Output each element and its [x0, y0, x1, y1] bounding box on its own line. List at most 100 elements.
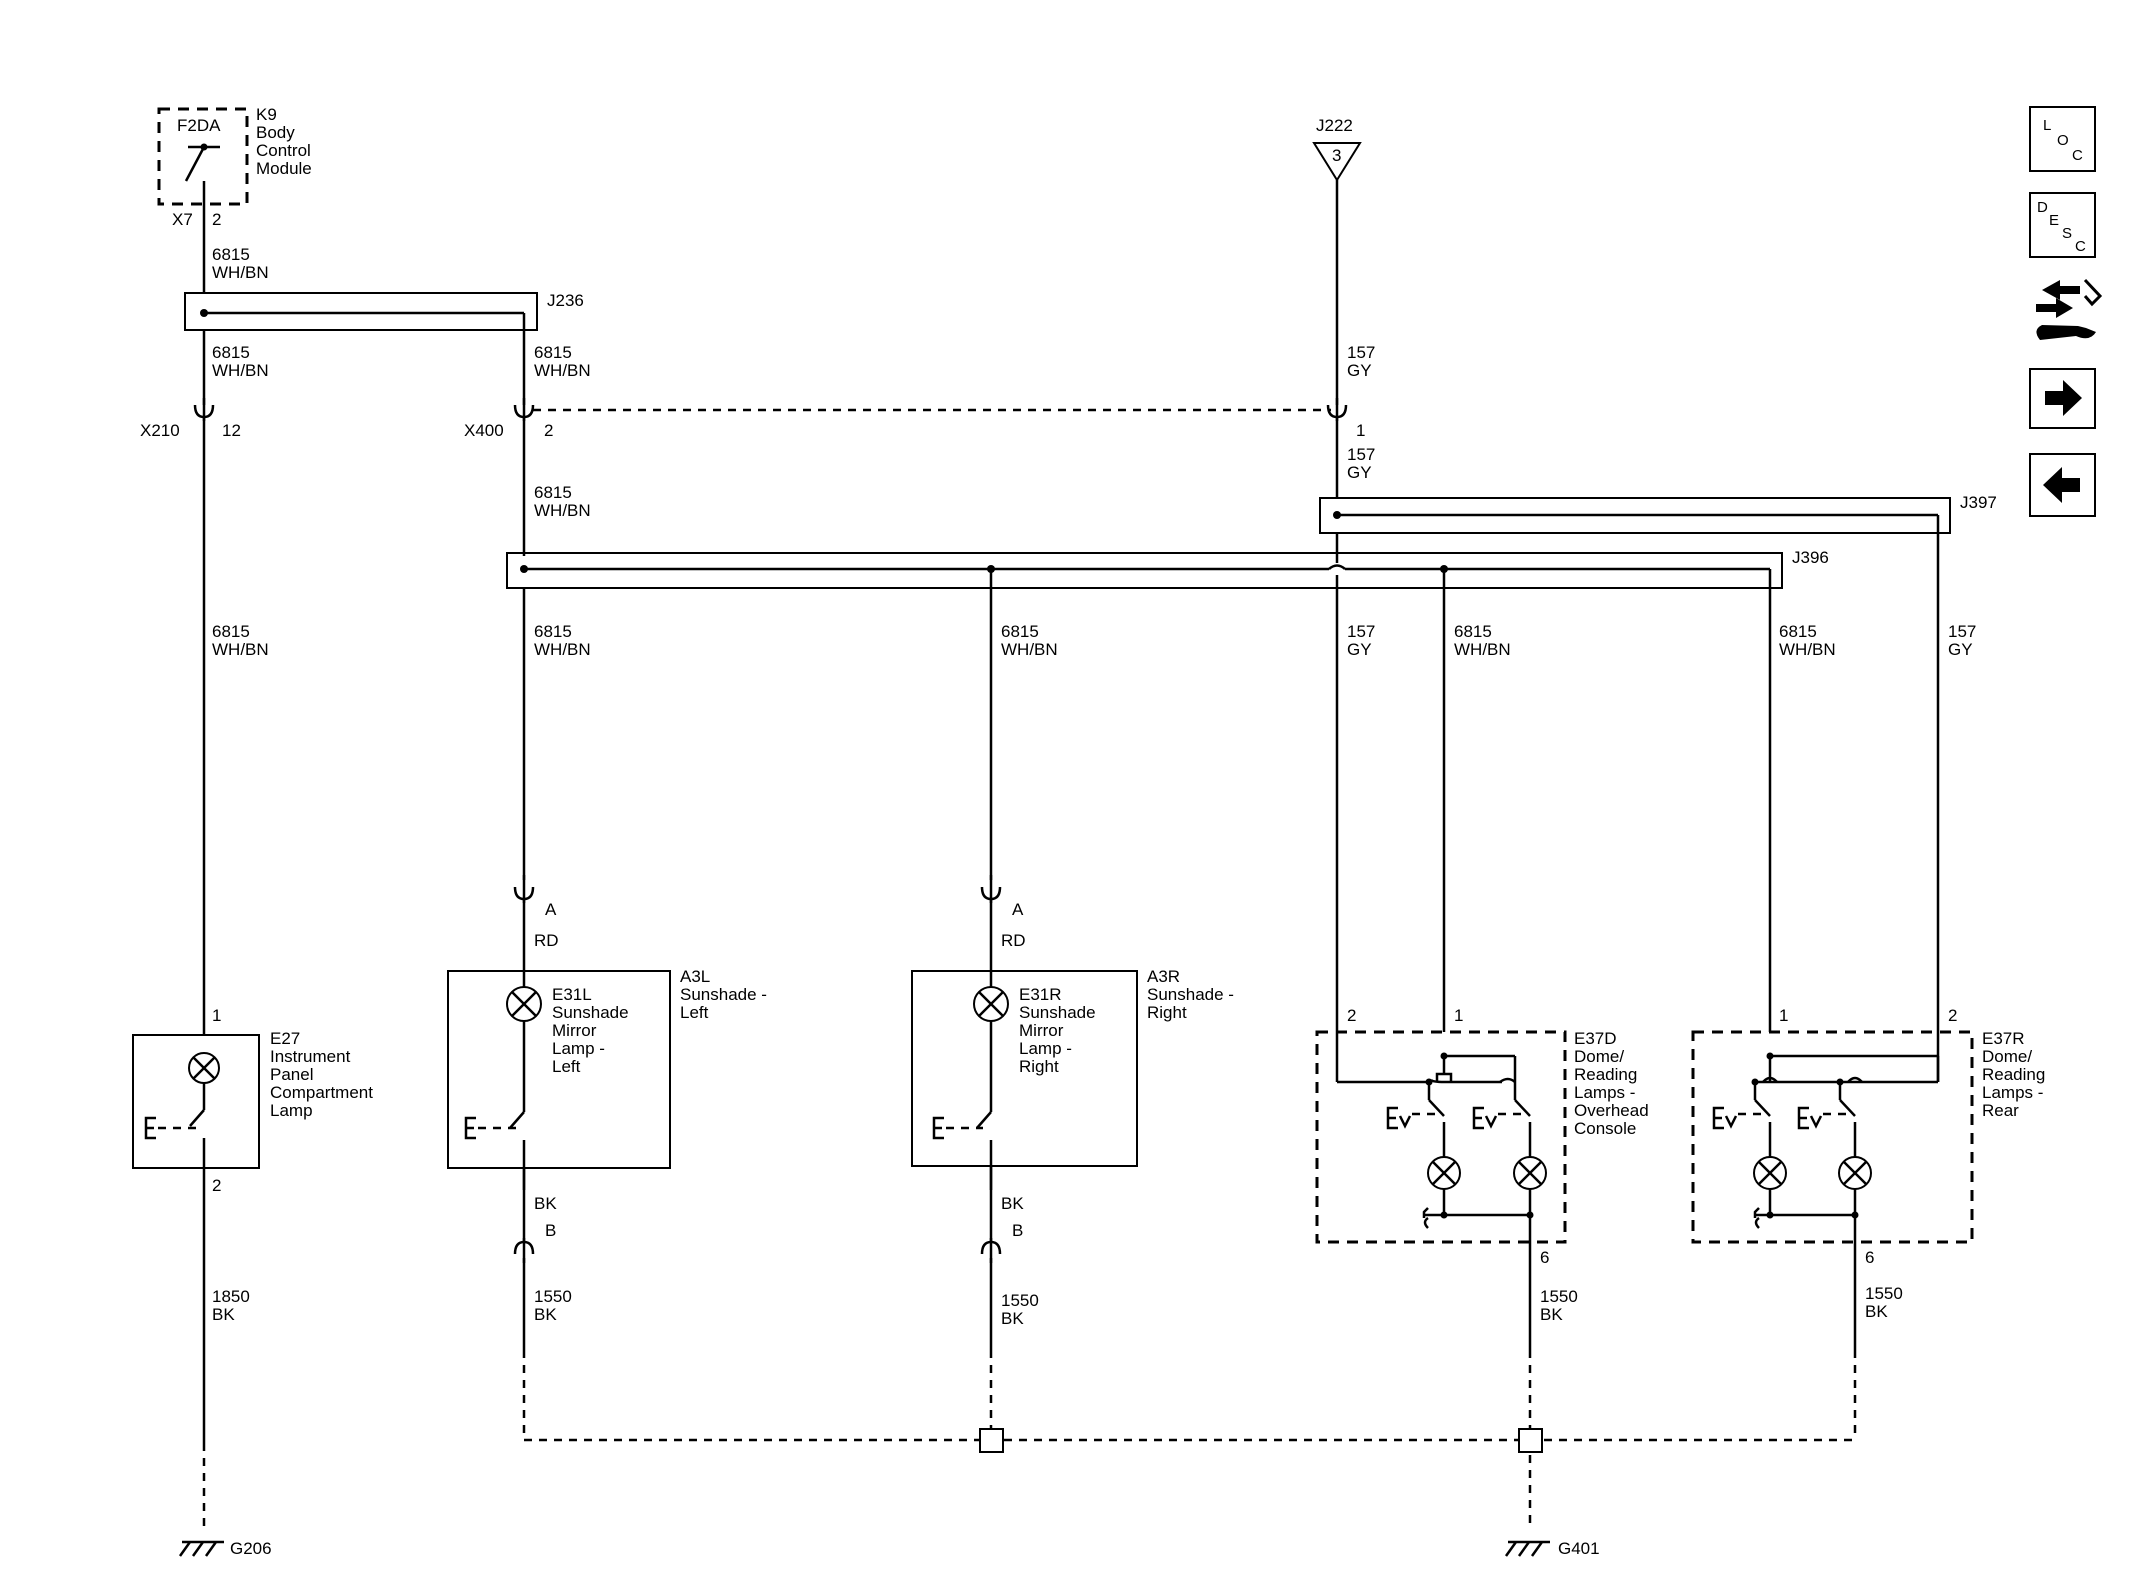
connector-x210[interactable]: X210 12 — [140, 398, 241, 440]
connector-label: 1 — [212, 1006, 221, 1025]
connector-label: 6 — [1540, 1248, 1549, 1267]
wire-label: 6815 — [534, 622, 572, 641]
component-label: Lamps - — [1574, 1083, 1635, 1102]
component-label: K9 — [256, 105, 277, 124]
connector-label: 3 — [1332, 146, 1341, 165]
component-label: Compartment — [270, 1083, 373, 1102]
wire-label: 6815 — [534, 343, 572, 362]
connector-label: 2 — [544, 421, 553, 440]
component-label: Lamps - — [1982, 1083, 2043, 1102]
k9-body-control-module[interactable]: F2DA K9 Body Control Module — [157, 105, 312, 206]
ground-g401[interactable]: G401 — [1504, 1539, 1600, 1558]
connector-x7-label: X7 — [172, 210, 193, 229]
connector-a3r-pin-b[interactable]: B — [980, 1221, 1023, 1263]
loc-button[interactable]: L O C — [2029, 106, 2096, 172]
wire-label: WH/BN — [1001, 640, 1058, 659]
e27-instrument-panel-compartment-lamp[interactable]: 1 E27 Instrument Panel Compartment Lamp — [132, 1006, 373, 1169]
wire-label: 1550 — [534, 1287, 572, 1306]
connector-label: 2 — [1948, 1006, 1957, 1025]
wire-label: 1550 — [1540, 1287, 1578, 1306]
wire-label: BK — [1001, 1194, 1024, 1213]
component-label: Right — [1147, 1003, 1187, 1022]
connector-label: 12 — [222, 421, 241, 440]
connector-a3l-pin-a[interactable]: A — [513, 875, 557, 919]
component-label: Panel — [270, 1065, 313, 1084]
wire-label: BK — [534, 1305, 557, 1324]
wire-label: RD — [1001, 931, 1026, 950]
desc-button[interactable]: D E S C — [2029, 192, 2096, 258]
nav-button-label: L — [2043, 117, 2051, 134]
component-label: Lamp - — [1019, 1039, 1072, 1058]
wire-label: 6815 — [534, 483, 572, 502]
component-label: E37D — [1574, 1029, 1617, 1048]
connector-label: 1 — [1356, 421, 1365, 440]
wire-label: 6815 — [1779, 622, 1817, 641]
component-label: E37R — [1982, 1029, 2025, 1048]
wire-label: GY — [1948, 640, 1973, 659]
nav-button-label: S — [2062, 225, 2072, 242]
component-label: Dome/ — [1574, 1047, 1624, 1066]
wire-label: 1550 — [1001, 1291, 1039, 1310]
component-label: Sunshade — [1019, 1003, 1096, 1022]
wire-label: BK — [1865, 1302, 1888, 1321]
splice-pack-j397: J397 — [1319, 493, 1997, 534]
connector-wrench-icon[interactable] — [2036, 278, 2103, 340]
component-label: Sunshade - — [1147, 985, 1234, 1004]
component-label: Rear — [1982, 1101, 2019, 1120]
component-label: E31R — [1019, 985, 1062, 1004]
connector-a3l-pin-b[interactable]: B — [513, 1221, 556, 1263]
wire-label: WH/BN — [212, 361, 269, 380]
wire-label: 1550 — [1865, 1284, 1903, 1303]
e31r-sunshade-mirror-lamp-right[interactable]: E31R Sunshade Mirror Lamp - Right — [932, 985, 1096, 1190]
component-label: E31L — [552, 985, 592, 1004]
component-label: Lamp - — [552, 1039, 605, 1058]
component-label: Right — [1019, 1057, 1059, 1076]
component-label: Console — [1574, 1119, 1636, 1138]
wire-label: 157 — [1948, 622, 1976, 641]
connector-label: 1 — [1454, 1006, 1463, 1025]
arrow-right-icon[interactable] — [2029, 368, 2096, 429]
component-label: Overhead — [1574, 1101, 1649, 1120]
splice-pack-j396: J396 — [506, 548, 1829, 589]
e37r-dome-reading-lamps-rear[interactable]: E37R Dome/ Reading Lamps - Rear — [1691, 1029, 2045, 1244]
connector-x400[interactable]: X400 2 — [464, 398, 553, 440]
connector-label: X210 — [140, 421, 180, 440]
nav-button-label: E — [2049, 212, 2059, 229]
ground-bus-splice-left — [979, 1428, 1004, 1453]
component-label: Left — [552, 1057, 581, 1076]
connector-x400-pin1[interactable]: 1 — [1326, 398, 1365, 440]
wire-label: 6815 — [212, 245, 250, 264]
component-label: Lamp — [270, 1101, 313, 1120]
wire-label: 157 — [1347, 622, 1375, 641]
wire-label: WH/BN — [1454, 640, 1511, 659]
splice-pack-j236: J236 — [184, 291, 584, 331]
connector-label: X400 — [464, 421, 504, 440]
e31l-sunshade-mirror-lamp-left[interactable]: E31L Sunshade Mirror Lamp - Left — [464, 985, 629, 1190]
a3r-sunshade-right[interactable]: A3R Sunshade - Right — [911, 967, 1234, 1167]
component-label: A3L — [680, 967, 710, 986]
ground-g206[interactable]: G206 — [178, 1539, 272, 1558]
ground-label: G206 — [230, 1539, 272, 1558]
wire-label: 6815 — [212, 622, 250, 641]
wire-label: BK — [534, 1194, 557, 1213]
arrow-left-icon[interactable] — [2029, 453, 2096, 517]
wire-label: GY — [1347, 361, 1372, 380]
component-label: F2DA — [177, 116, 221, 135]
component-label: Sunshade — [552, 1003, 629, 1022]
wire-label: RD — [534, 931, 559, 950]
component-label: Reading — [1982, 1065, 2045, 1084]
wire-label: WH/BN — [212, 640, 269, 659]
wire-label: GY — [1347, 640, 1372, 659]
e37d-dome-reading-lamps-overhead-console[interactable]: E37D Dome/ Reading Lamps - Overhead Cons… — [1315, 1029, 1649, 1244]
wire-label: 6815 — [212, 343, 250, 362]
wire-label: 6815 — [1454, 622, 1492, 641]
connector-label: A — [545, 900, 557, 919]
a3l-sunshade-left[interactable]: A3L Sunshade - Left — [447, 967, 767, 1169]
connector-j222[interactable]: J222 3 — [1312, 116, 1362, 182]
connector-label: J397 — [1960, 493, 1997, 512]
connector-a3r-pin-a[interactable]: A — [980, 875, 1024, 919]
wire-label: BK — [1540, 1305, 1563, 1324]
wire-label: WH/BN — [534, 501, 591, 520]
component-label: Mirror — [552, 1021, 597, 1040]
